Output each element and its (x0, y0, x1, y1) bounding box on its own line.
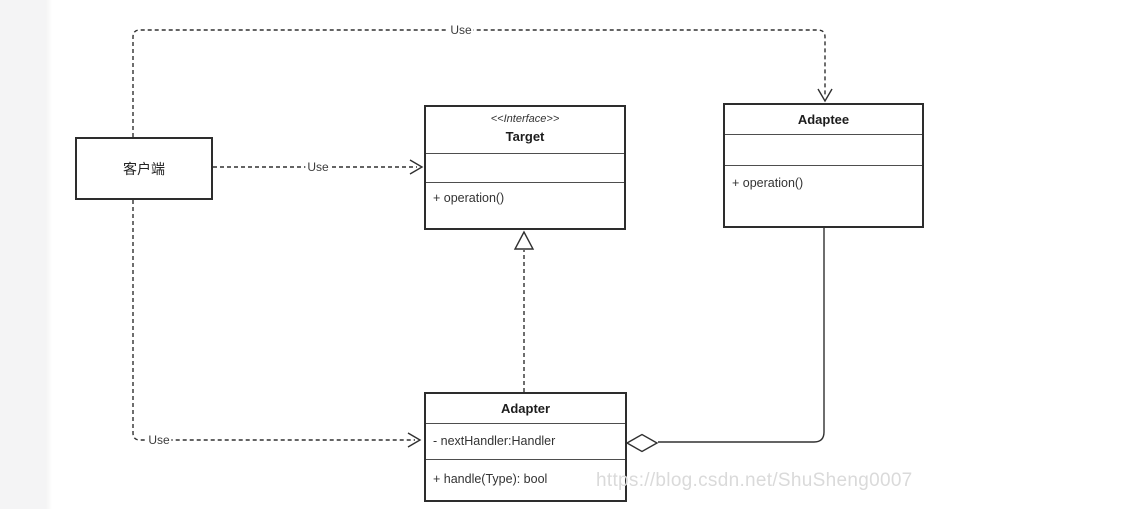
open-arrowhead-down-icon (817, 88, 833, 103)
adaptee-class-name: Adaptee (797, 112, 850, 127)
edge-label-use-middle: Use (305, 160, 331, 174)
class-box-target: <<Interface>> Target + operation() (424, 105, 626, 230)
realization-triangle-icon (513, 230, 535, 250)
target-method: + operation() (426, 182, 624, 228)
target-attributes-section (426, 153, 624, 182)
client-class-name: 客户端 (123, 160, 165, 177)
adapter-aggregates-adaptee-line (658, 228, 825, 443)
adaptee-method: + operation() (725, 165, 922, 226)
adapter-method: + handle(Type): bool (426, 459, 625, 500)
target-header: <<Interface>> Target (426, 107, 624, 153)
client-to-adapter-dependency-line (132, 200, 415, 441)
adapter-class-name: Adapter (500, 401, 551, 416)
adapter-attribute: - nextHandler:Handler (426, 423, 625, 459)
class-box-adaptee: Adaptee + operation() (723, 103, 924, 228)
open-arrowhead-right-icon (407, 432, 422, 448)
class-box-adapter: Adapter - nextHandler:Handler + handle(T… (424, 392, 627, 502)
class-box-client: 客户端 (75, 137, 213, 200)
page-gutter-shadow (46, 0, 52, 509)
adaptee-attributes-section (725, 134, 922, 165)
edge-label-use-top: Use (448, 23, 474, 37)
edge-label-use-bottom: Use (146, 433, 172, 447)
target-stereotype: <<Interface>> (490, 113, 560, 125)
csdn-watermark: https://blog.csdn.net/ShuSheng0007 (596, 470, 913, 491)
target-class-name: Target (505, 128, 545, 144)
page-left-gutter (0, 0, 46, 509)
open-arrowhead-right-icon (409, 159, 424, 175)
aggregation-diamond-icon (625, 433, 659, 453)
client-to-adaptee-dependency-line (132, 29, 826, 137)
